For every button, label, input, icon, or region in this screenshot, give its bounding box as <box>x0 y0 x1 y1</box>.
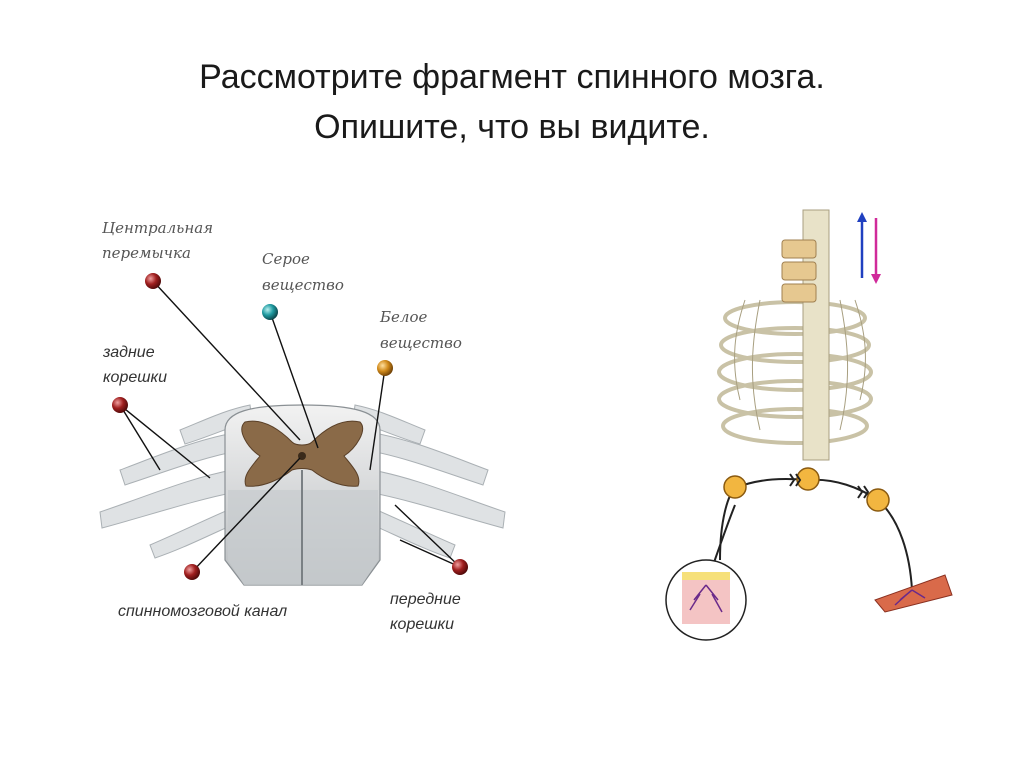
label-posterior-roots-2: корешки <box>103 369 167 386</box>
skin-tissue <box>682 578 730 624</box>
rib-nerves <box>734 299 866 431</box>
label-white-matter-2: вещество <box>380 334 462 352</box>
title-line-1: Рассмотрите фрагмент спинного мозга. <box>199 58 825 96</box>
receptor-endings <box>689 584 723 613</box>
interneuron <box>796 467 820 491</box>
label-anterior-roots-1: передние <box>390 591 461 608</box>
motor-neuron <box>866 488 890 512</box>
sensory-neuron <box>723 475 747 499</box>
label-anterior-roots-2: корешки <box>390 616 454 633</box>
pin-anterior-roots <box>452 559 468 575</box>
spinal-cord-section <box>99 404 506 586</box>
label-posterior-roots-1: задние <box>102 344 155 361</box>
reflex-arc-diagram <box>665 467 953 641</box>
skin-surface <box>682 572 730 580</box>
muscle-effector <box>874 574 953 613</box>
ribs <box>717 300 873 445</box>
label-central-commissure-1: Центральная <box>102 219 213 237</box>
label-gray-matter-1: Серое <box>262 250 310 268</box>
pin-gray-matter <box>262 304 278 320</box>
slide-title: Рассмотрите фрагмент спинного мозга. Опи… <box>0 52 1024 152</box>
pin-central-canal <box>184 564 200 580</box>
label-white-matter-1: Белое <box>379 308 427 326</box>
pin-central-commissure <box>145 273 161 289</box>
spine-with-ribs-illustration <box>717 209 881 461</box>
down-arrow-head <box>871 274 881 284</box>
label-central-canal: спинномозговой канал <box>118 603 287 620</box>
pin-white-matter <box>377 360 393 376</box>
label-gray-matter-2: вещество <box>262 276 344 294</box>
vertebrae <box>781 239 817 303</box>
label-central-commissure-2: перемычка <box>102 244 191 262</box>
title-line-2: Опишите, что вы видите. <box>314 108 710 146</box>
motor-endings <box>894 589 926 606</box>
pointer-lines <box>119 280 461 573</box>
up-arrow-head <box>857 212 867 222</box>
pin-posterior-roots <box>112 397 128 413</box>
synapse-marks <box>789 473 870 499</box>
